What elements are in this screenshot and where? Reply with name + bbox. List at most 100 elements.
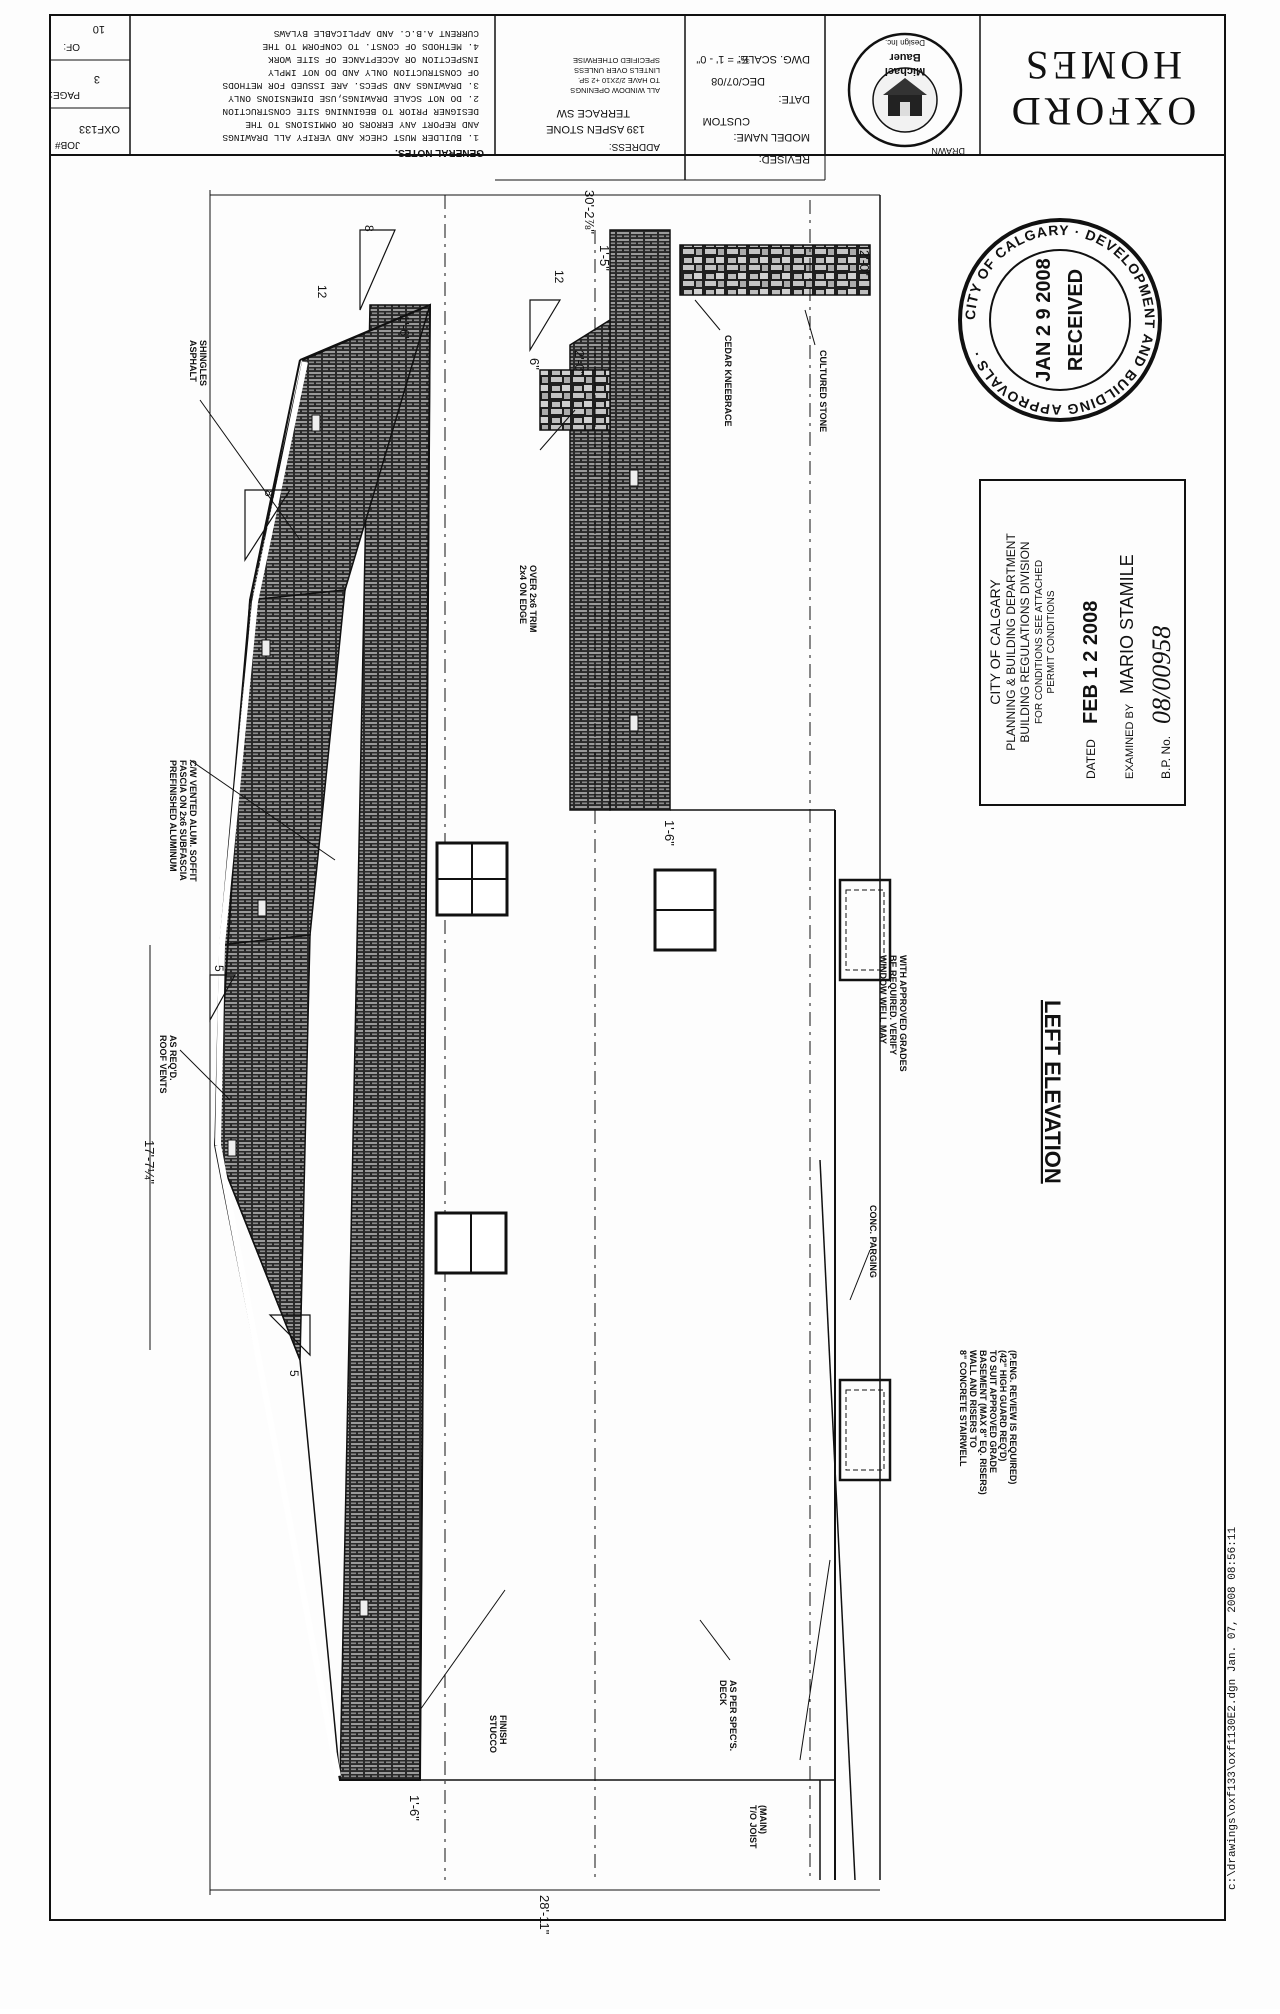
dim-wall-height: 28'-11"	[537, 1895, 552, 1935]
model-value: CUSTOM	[703, 115, 750, 127]
label-stucco-2: FINISH	[498, 1715, 508, 1745]
window-note-1: ALL WINDOW OPENINGS	[570, 86, 660, 95]
stamp-received-word: RECEIVED	[1065, 269, 1087, 371]
window-main-1	[653, 868, 717, 952]
svg-text:CITY OF CALGARY · DEVELOPMENT: CITY OF CALGARY · DEVELOPMENT AND BUILDI…	[962, 222, 1158, 418]
label-joist-2: (MAIN)	[758, 1805, 768, 1834]
designer-line1: Michael	[885, 65, 925, 77]
label-stairwell-6: (P.ENG. REVIEW IS REQUIRED)	[1008, 1350, 1018, 1484]
stamp-received-date: JAN 2 9 2008	[1033, 258, 1055, 381]
label-window-well-2: BE REQUIRED. VERIFY	[888, 955, 898, 1055]
address-line1: 139 ASPEN STONE	[546, 123, 645, 135]
note-line: AND REPORT ANY ERRORS OR OMMISIONS TO TH…	[245, 119, 479, 130]
approval-line5: PERMIT CONDITIONS	[1046, 590, 1057, 693]
pitch-run-e: 12	[552, 270, 566, 284]
designer-line2: Bauer	[889, 51, 921, 63]
scale-value: ⅜" = 1' - 0"	[696, 53, 750, 65]
label-roof-vents-1: ROOF VENTS	[158, 1035, 168, 1094]
note-line: 2. DO NOT SCALE DRAWINGS,USE DIMENSIONS …	[228, 93, 479, 104]
roof-vent	[629, 714, 639, 732]
label-asphalt-1: ASPHALT	[188, 340, 198, 382]
examined-value: MARIO STAMILE	[1117, 554, 1137, 694]
window-upper-1	[435, 841, 509, 917]
dim-overhang-lower: 1'-6"	[407, 1795, 422, 1821]
designer-line3: Design Inc.	[885, 38, 925, 47]
pitch-run-b: 8	[262, 490, 276, 497]
pitch-run-a: 8	[362, 225, 376, 232]
label-stone: CULTURED STONE	[818, 350, 828, 432]
label-window-well-3: WITH APPROVED GRADES	[898, 955, 908, 1072]
of-value: 10	[93, 23, 105, 35]
stone-column	[679, 244, 871, 296]
label-trim-1: 2x4 ON EDGE	[518, 565, 528, 624]
note-line: 3. DRAWINGS AND SPECS. ARE ISSUED FOR ME…	[222, 80, 479, 91]
label-stucco-1: STUCCO	[488, 1715, 498, 1753]
label-parging: CONC. PARGING	[868, 1205, 878, 1278]
note-line: DESIGNER PRIOR TO BEGINNING SITE CONSTRU…	[222, 106, 479, 117]
drawn-label: DRAWN	[931, 146, 965, 156]
roof-vent	[227, 1139, 237, 1157]
window-note-3: LINTELS OVER UNLESS	[574, 66, 660, 75]
date-value: DEC/07/08	[711, 75, 765, 87]
approval-stamp: CITY OF CALGARY PLANNING & BUILDING DEPA…	[979, 479, 1186, 806]
general-notes: GENERAL NOTES: 1. BUILDER MUST CHECK AND…	[222, 28, 484, 158]
dated-value: FEB 1 2 2008	[1080, 601, 1102, 724]
title-block: OXFORD HOMES Michael Bauer Design Inc. D…	[50, 15, 1225, 181]
label-stairwell-5: (42" HIGH GUARD REQ'D)	[998, 1350, 1008, 1461]
note-line: INSPECTION OR ACCEPTANCE OF SITE WORK	[268, 54, 479, 65]
dated-label: DATED	[1084, 739, 1098, 779]
roof-vent	[629, 469, 639, 487]
label-deck-2: AS PER SPEC'S.	[728, 1680, 738, 1751]
page-value: 3	[94, 73, 100, 85]
roof-vent	[257, 899, 267, 917]
label-deck-1: DECK	[718, 1680, 728, 1706]
pitch-rise: 12	[315, 285, 329, 299]
dim-overhang-front: 1'-6"	[662, 820, 677, 846]
roof-porch	[609, 229, 671, 811]
label-trim-2: OVER 2x6 TRIM	[528, 565, 538, 633]
label-asphalt-2: SHINGLES	[198, 340, 208, 386]
dim-ridge-height: 17'-7¼"	[142, 1140, 157, 1184]
roof-vent	[261, 639, 271, 657]
general-notes-title: GENERAL NOTES:	[395, 147, 484, 158]
dim-column-depth: 1'-5"	[597, 245, 612, 271]
roof-vent	[311, 414, 321, 432]
dim-overhang-upper: 1'-6"	[397, 315, 412, 341]
approval-line4: FOR CONDITIONS SEE ATTACHED	[1034, 560, 1045, 724]
pitch-run-c: 5	[212, 965, 226, 972]
received-stamp: CITY OF CALGARY · DEVELOPMENT AND BUILDI…	[958, 218, 1162, 422]
window-note-2: TO HAVE 2/2X10 +2 SP.	[578, 76, 660, 85]
label-stairwell-3: BASEMENT (MAX 8" EQ. RISERS)	[978, 1350, 988, 1495]
window-well-2	[838, 1378, 892, 1482]
note-line: OF CONSTRUCTION ONLY AND DO NOT IMPLY	[268, 67, 479, 78]
note-line: 1. BUILDER MUST CHECK AND VERIFY ALL DRA…	[222, 132, 479, 143]
drawing-title: LEFT ELEVATION	[1040, 1000, 1065, 1184]
label-fascia-2: FASCIA ON 2x6 SUBFASCIA	[178, 760, 188, 881]
dim-column-base: 2'-0"	[857, 250, 872, 276]
note-line: CURRENT A.B.C. AND APPLICABLE BYLAWS	[273, 28, 479, 39]
label-window-well-1: WINDOW WELL MAY	[878, 955, 888, 1044]
label-cedar: CEDAR KNEEBRACE	[723, 335, 733, 427]
label-stairwell-4: TO SUIT APPROVED GRADE	[988, 1350, 998, 1473]
bp-value: 08/00958	[1147, 626, 1176, 724]
bp-label: B.P. No.	[1159, 736, 1173, 779]
label-stairwell-2: WALL AND RISERS TO	[968, 1350, 978, 1448]
address-line2: TERRACE SW	[556, 107, 630, 119]
file-path: c:\drawings\oxf133\oxf1130E2.dgn Jan. 07…	[1227, 1527, 1239, 1890]
label-stairwell-1: 8" CONCRETE STAIRWELL	[958, 1350, 968, 1467]
address-label: ADDRESS:	[609, 141, 660, 152]
approval-line3: BUILDING REGULATIONS DIVISION	[1018, 541, 1032, 742]
date-label: DATE:	[778, 93, 810, 105]
approval-line1: CITY OF CALGARY	[987, 579, 1003, 705]
job-label: JOB#	[55, 139, 80, 150]
of-label: OF:	[63, 41, 80, 52]
page-label: PAGE:	[50, 89, 80, 100]
window-upper-2	[434, 1211, 508, 1275]
note-line: 4. METHODS OF CONST. TO CONFORM TO THE	[262, 41, 479, 52]
pitch-run-d: 5	[287, 1370, 301, 1377]
company-line2: HOMES	[1022, 43, 1182, 88]
model-label: MODEL NAME:	[733, 131, 810, 143]
window-well-1	[838, 878, 892, 982]
